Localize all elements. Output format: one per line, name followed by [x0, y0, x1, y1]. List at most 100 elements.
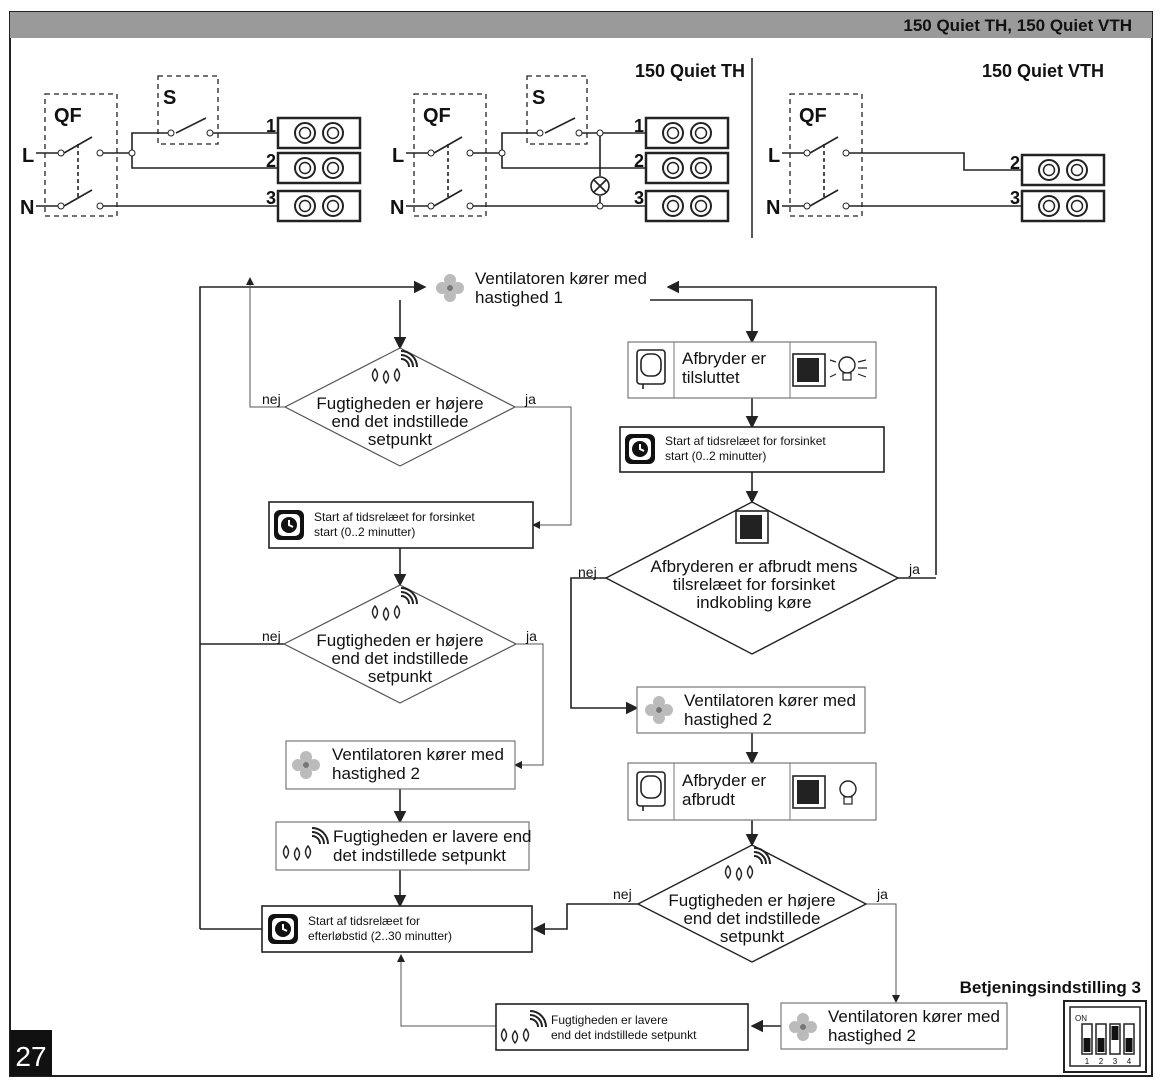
interrupted-line1: Afbryderen er afbrudt mens: [651, 557, 858, 576]
decision-humidity-high-1: Fugtigheden er højere end det indstilled…: [283, 347, 517, 467]
vth-title: 150 Quiet VTH: [982, 61, 1104, 81]
fan-icon: [436, 274, 464, 302]
th-title: 150 Quiet TH: [635, 61, 745, 81]
box-speed2-right: Ventilatoren kører med hastighed 2: [636, 686, 866, 734]
no-label-1: nej: [262, 391, 281, 407]
wall-switch-icon: [735, 510, 769, 544]
page-frame: [9, 11, 1153, 1077]
speed2-right-line2: hastighed 2: [684, 710, 772, 729]
humidity-low-line1: Fugtigheden er lavere end: [333, 827, 531, 846]
n-label-vth: N: [766, 197, 780, 219]
wiring-diagram-1: QF S L N 1 2 3: [20, 75, 362, 223]
humidity-low-small-line2: end det indstillede setpunkt: [551, 1028, 697, 1042]
dip-switch-knob-3: [1111, 1026, 1119, 1040]
delay-start-right-line1: Start af tidsrelæet for forsinket: [665, 434, 826, 448]
interrupted-line3: indkobling køre: [696, 593, 811, 612]
dip-on-label: ON: [1075, 1014, 1087, 1023]
speed2-left-line1: Ventilatoren kører med: [332, 745, 504, 764]
decision1-line1: Fugtigheden er højere: [316, 394, 483, 413]
qf-label-th: QF: [423, 105, 451, 127]
box-overrun-timer: Start af tidsrelæet for efterløbstid (2.…: [261, 905, 533, 953]
yes-label-2: ja: [525, 628, 537, 644]
sensor-icon: [636, 771, 666, 812]
decision3-line2: end det indstillede: [683, 909, 820, 928]
dip-switch-knob-4: [1125, 1038, 1133, 1052]
timer-icon: [267, 913, 299, 945]
switch-off-line2: afbrudt: [682, 790, 735, 809]
qf-breaker-box-th: [413, 93, 487, 217]
decision3-line1: Fugtigheden er højere: [668, 891, 835, 910]
qf-label-vth: QF: [799, 105, 827, 127]
decision1-line2: end det indstillede: [331, 412, 468, 431]
qf-label: QF: [54, 105, 82, 127]
box-speed2-bottom: Ventilatoren kører med hastighed 2: [780, 1002, 1008, 1050]
qf-breaker-box: [44, 93, 118, 217]
decision2-line3: setpunkt: [368, 667, 433, 686]
humidity-low-line2: det indstillede setpunkt: [333, 846, 506, 865]
timer-icon: [273, 509, 305, 541]
n-label-th: N: [390, 197, 404, 219]
delay-start-left-line1: Start af tidsrelæet for forsinket: [314, 510, 475, 524]
node-start-speed1: Ventilatoren kører med hastighed 1: [436, 269, 647, 307]
terminal-1-label: 1: [266, 116, 276, 136]
dip-num-1: 1: [1085, 1057, 1090, 1066]
qf-breaker-box-vth: [789, 93, 863, 217]
switch-on-line1: Afbryder er: [682, 349, 766, 368]
timer-icon: [624, 433, 656, 465]
switch-off-line1: Afbryder er: [682, 771, 766, 790]
flowchart-connectors: [199, 277, 937, 1033]
wiring-diagram-vth: 150 Quiet VTH QF L N 2 3: [766, 61, 1106, 223]
no-label-3: nej: [578, 564, 597, 580]
yes-label-1: ja: [524, 391, 536, 407]
dip-title: Betjeningsindstilling 3: [960, 978, 1141, 997]
header-title: 150 Quiet TH, 150 Quiet VTH: [903, 16, 1132, 35]
decision-humidity-high-3: Fugtigheden er højere end det indstilled…: [636, 844, 868, 963]
wall-switch-icon: [792, 353, 826, 387]
box-humidity-low-left: Fugtigheden er lavere end det indstilled…: [275, 821, 531, 871]
box-speed2-left: Ventilatoren kører med hastighed 2: [285, 740, 516, 790]
delay-start-left-line2: start (0..2 minutter): [314, 525, 415, 539]
box-delay-start-left: Start af tidsrelæet for forsinket start …: [268, 501, 534, 549]
switch-on-line2: tilsluttet: [682, 368, 740, 387]
dip-switch-panel: Betjeningsindstilling 3 ON 1 2 3 4: [960, 978, 1147, 1073]
dip-switch-knob-1: [1083, 1038, 1091, 1052]
decision3-line3: setpunkt: [720, 927, 785, 946]
terminal-2-label-vth: 2: [1010, 153, 1020, 173]
box-delay-start-right: Start af tidsrelæet for forsinket start …: [619, 426, 885, 473]
no-label-2: nej: [262, 628, 281, 644]
switch-s-box-th: [526, 75, 588, 145]
s-label-th: S: [532, 87, 545, 109]
yes-label-3: ja: [908, 561, 920, 577]
overrun-line2: efterløbstid (2..30 minutter): [308, 929, 452, 943]
header-bar: [10, 12, 1152, 38]
yes-label-4: ja: [876, 886, 888, 902]
box-switch-connected: Afbryder er tilsluttet: [627, 341, 877, 399]
s-label: S: [163, 87, 176, 109]
start-line2: hastighed 1: [475, 288, 563, 307]
sensor-icon: [636, 349, 666, 390]
box-humidity-low-bottom: Fugtigheden er lavere end det indstilled…: [495, 1003, 749, 1051]
l-label: L: [22, 145, 34, 167]
decision2-line1: Fugtigheden er højere: [316, 631, 483, 650]
n-label: N: [20, 197, 34, 219]
dip-num-2: 2: [1099, 1057, 1104, 1066]
interrupted-line2: tilsrelæet for forsinket: [673, 575, 836, 594]
terminal-3-label-th: 3: [634, 188, 644, 208]
dip-num-4: 4: [1127, 1057, 1132, 1066]
humidity-low-small-line1: Fugtigheden er lavere: [551, 1013, 668, 1027]
terminal-3-label-vth: 3: [1010, 188, 1020, 208]
speed2-bottom-line2: hastighed 2: [828, 1026, 916, 1045]
no-label-4: nej: [613, 886, 632, 902]
l-label-vth: L: [768, 145, 780, 167]
decision-switch-interrupted: Afbryderen er afbrudt mens tilsrelæet fo…: [604, 501, 900, 655]
delay-start-right-line2: start (0..2 minutter): [665, 449, 766, 463]
decision1-line3: setpunkt: [368, 430, 433, 449]
l-label-th: L: [392, 145, 404, 167]
overrun-line1: Start af tidsrelæet for: [308, 914, 420, 928]
speed2-left-line2: hastighed 2: [332, 764, 420, 783]
dip-switch-knob-2: [1097, 1038, 1105, 1052]
wiring-diagram-th: 150 Quiet TH QF S L N 1 2 3: [390, 61, 745, 223]
terminal-3-label: 3: [266, 188, 276, 208]
decision-humidity-high-2: Fugtigheden er højere end det indstilled…: [282, 584, 518, 704]
